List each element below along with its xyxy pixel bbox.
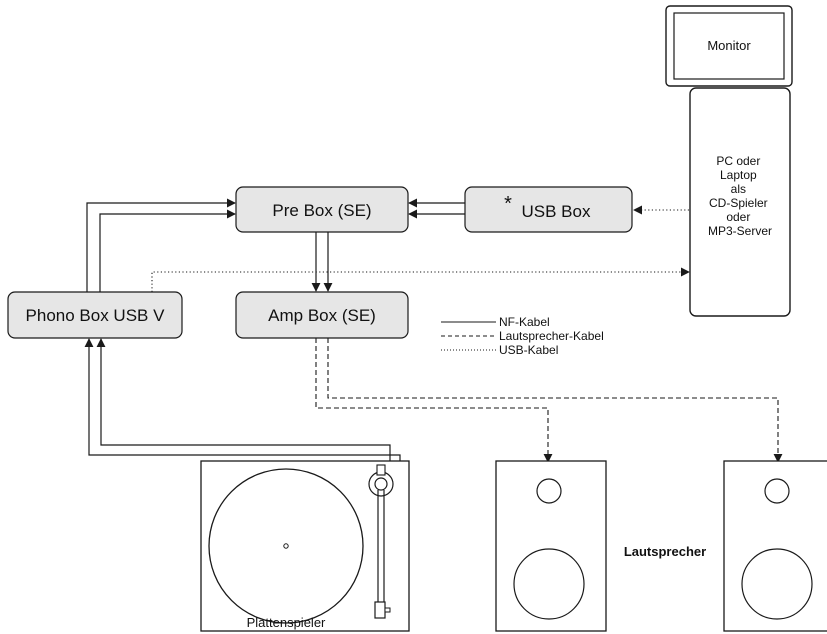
pc-label-line-2: Laptop	[720, 168, 757, 182]
usb-box-label: USB Box	[522, 202, 591, 221]
legend-label-usb: USB-Kabel	[499, 343, 558, 357]
right-speaker	[723, 460, 827, 632]
pc-label-line-3: als	[731, 182, 746, 196]
right-speaker-tweeter	[764, 478, 790, 504]
speakers-label: Lautsprecher	[624, 544, 706, 559]
pc-label-line-6: MP3-Server	[708, 224, 772, 238]
usb-cables	[151, 205, 690, 292]
nf-cables	[84, 198, 465, 465]
monitor-label: Monitor	[707, 38, 751, 53]
turntable-to-phono-cable-1	[96, 338, 391, 465]
pc-device: PC oder Laptop als CD-Spieler oder MP3-S…	[689, 87, 791, 317]
right-speaker-woofer	[741, 548, 813, 620]
left-speaker-woofer	[513, 548, 585, 620]
amp-to-right-speaker-cable	[327, 338, 783, 463]
cartridge	[374, 601, 386, 619]
phono-to-pre-cable-2	[99, 209, 236, 292]
turntable: Plattenspieler	[200, 460, 410, 632]
legend-label-speaker: Lautsprecher-Kabel	[499, 329, 604, 343]
usb-box-asterisk: *	[504, 193, 512, 215]
left-speaker-tweeter	[536, 478, 562, 504]
phono-to-pre-cable-1	[86, 198, 236, 292]
legend-label-nf: NF-Kabel	[499, 315, 550, 329]
pc-label-line-1: PC oder	[716, 154, 760, 168]
left-speaker	[495, 460, 607, 632]
phono-box: Phono Box USB V	[7, 291, 183, 339]
usb-box: * USB Box	[464, 186, 633, 233]
speaker-cables	[315, 338, 783, 463]
monitor: Monitor	[665, 5, 793, 87]
pc-label-line-4: CD-Spieler	[709, 196, 768, 210]
legend: NF-Kabel Lautsprecher-Kabel USB-Kabel	[441, 315, 604, 357]
svg-text:PC oder Laptop als: PC oder Laptop als CD-Spieler oder MP3-S…	[708, 154, 772, 238]
phono-box-label: Phono Box USB V	[26, 306, 166, 325]
phono-to-pc-usb-cable	[151, 267, 690, 292]
turntable-to-phono-cable-2	[84, 338, 401, 465]
pre-box-label: Pre Box (SE)	[272, 201, 371, 220]
spindle	[283, 543, 289, 549]
amp-to-left-speaker-cable	[315, 338, 553, 463]
pre-box: Pre Box (SE)	[235, 186, 409, 233]
pc-label-line-5: oder	[726, 210, 750, 224]
amp-box-label: Amp Box (SE)	[268, 306, 376, 325]
turntable-label: Plattenspieler	[247, 615, 326, 630]
amp-box: Amp Box (SE)	[235, 291, 409, 339]
